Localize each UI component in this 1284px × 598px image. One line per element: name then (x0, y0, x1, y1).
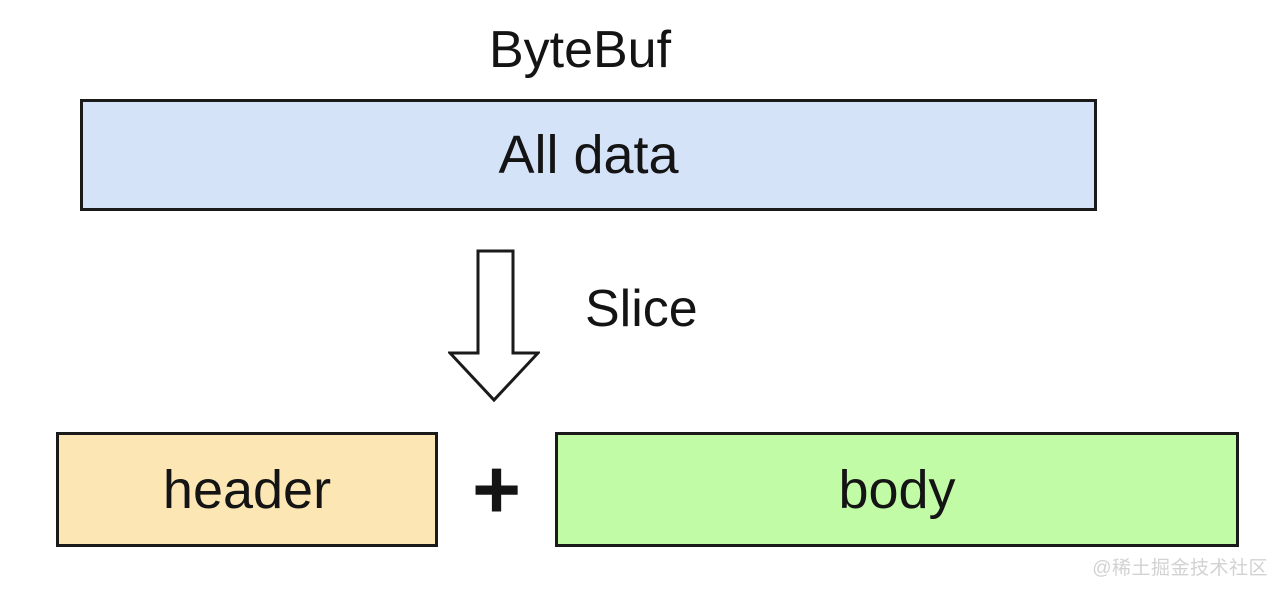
all-data-box: All data (80, 99, 1097, 211)
all-data-label: All data (498, 125, 679, 185)
body-label: body (838, 459, 956, 520)
plus-sign: + (471, 442, 522, 536)
header-label: header (162, 459, 332, 520)
watermark: @稀土掘金技术社区 (1092, 558, 1268, 579)
slice-label: Slice (585, 280, 698, 338)
diagram-title: ByteBuf (488, 21, 672, 79)
body-box: body (555, 432, 1239, 547)
header-box: header (56, 432, 438, 547)
down-arrow-icon (448, 249, 540, 403)
